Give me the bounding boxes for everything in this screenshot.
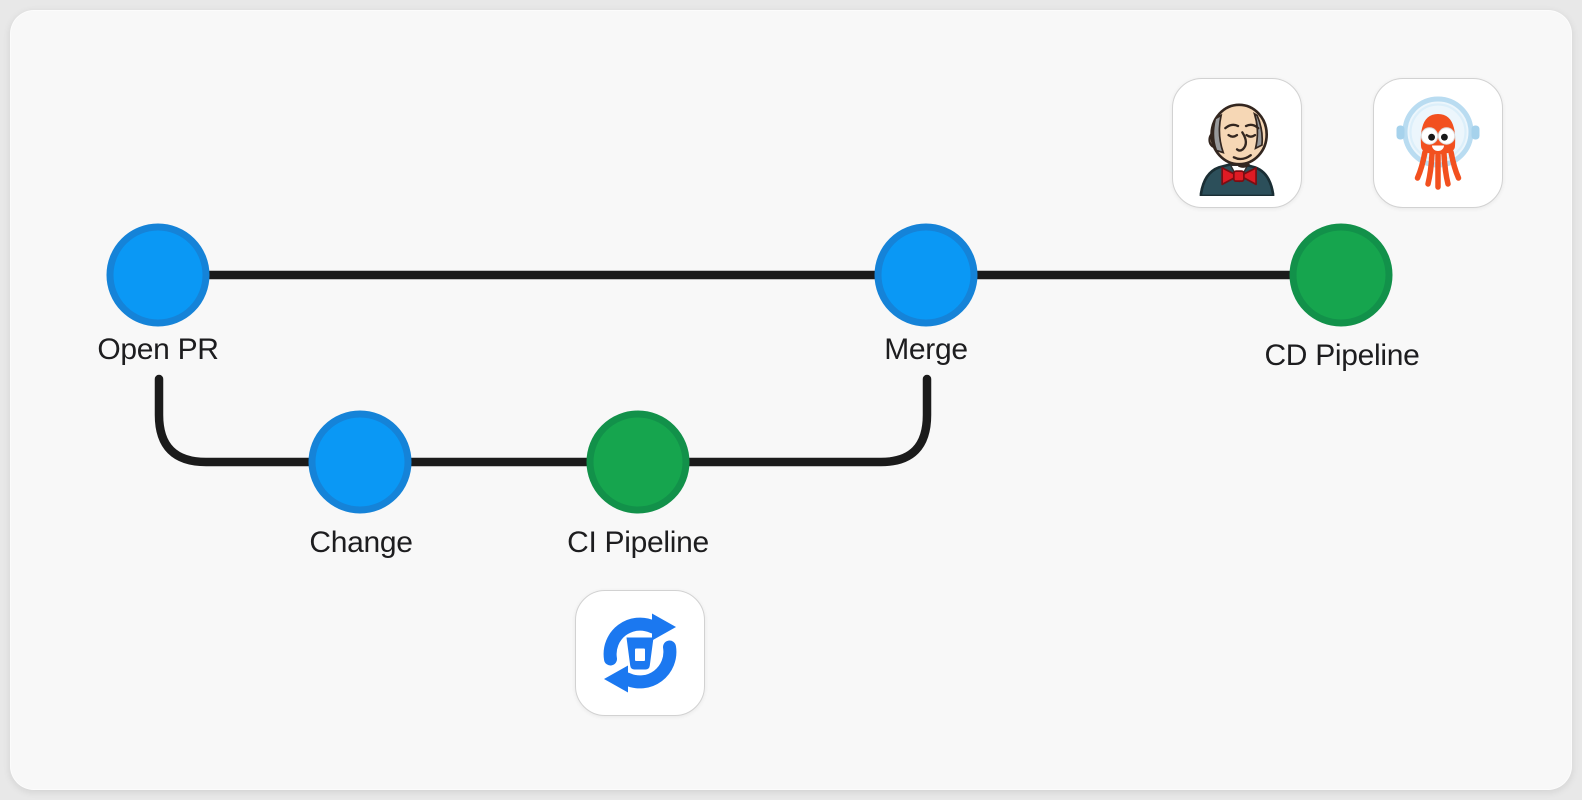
node-change [308, 410, 412, 514]
jenkins-card [1172, 78, 1302, 208]
label-cd-pipeline: CD Pipeline [1264, 339, 1420, 372]
jenkins-icon [1199, 103, 1275, 196]
label-change: Change [309, 526, 413, 559]
label-merge: Merge [884, 333, 968, 366]
label-ci-pipeline: CI Pipeline [567, 526, 709, 559]
node-open-pr [106, 223, 210, 327]
bitbucket-sync-icon [603, 613, 677, 693]
ci-sync-card [575, 590, 705, 716]
diagram-background-card [10, 10, 1572, 790]
node-ci-pipeline [586, 410, 690, 514]
feature-branch-line [154, 374, 932, 467]
argo-octopus-icon [1396, 96, 1480, 190]
node-merge [874, 223, 978, 327]
argo-card [1373, 78, 1503, 208]
label-open-pr: Open PR [97, 333, 219, 366]
node-cd-pipeline [1289, 223, 1393, 327]
